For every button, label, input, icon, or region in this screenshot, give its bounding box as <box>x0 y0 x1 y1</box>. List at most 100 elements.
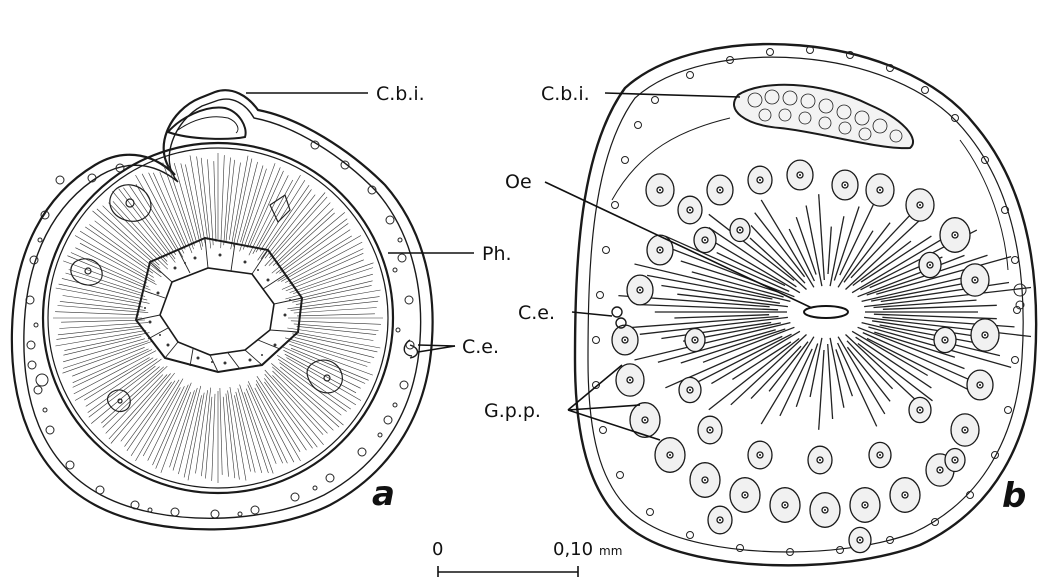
radial-fiber <box>56 288 141 304</box>
gland-cell-nucleolus <box>759 179 761 181</box>
radial-fiber <box>292 334 377 352</box>
radial-fiber <box>55 330 146 346</box>
radial-fiber <box>876 257 1011 295</box>
gland-cell-nucleolus <box>939 469 941 471</box>
radial-fiber <box>181 163 202 250</box>
radial-fiber <box>260 180 305 251</box>
gland-cell-nucleolus <box>954 234 956 236</box>
radial-fiber <box>289 249 363 284</box>
radial-fiber <box>618 317 778 329</box>
radial-fiber <box>75 248 147 283</box>
radial-fiber <box>220 388 222 475</box>
scale-bar-unit: mm <box>599 544 622 558</box>
radial-fiber <box>635 264 791 301</box>
radial-fiber <box>272 212 345 273</box>
radial-fiber <box>63 296 143 308</box>
radial-fiber <box>153 385 189 465</box>
gland-cell-nucleolus <box>919 409 921 411</box>
section-b-cbi-organ <box>734 85 913 148</box>
gland-cell-nucleolus <box>979 384 981 386</box>
gland-cell-nucleolus <box>984 334 986 336</box>
radial-fiber <box>184 395 202 477</box>
gland-cell-nucleolus <box>719 519 721 521</box>
radial-fiber <box>838 231 873 288</box>
radial-fiber <box>281 236 361 282</box>
gland-cell-nucleolus <box>819 459 821 461</box>
gland-cell-nucleolus <box>689 209 691 211</box>
radial-fiber <box>838 343 877 426</box>
radial-fiber <box>293 268 373 294</box>
gland-cell-nucleolus <box>904 494 906 496</box>
radial-fiber <box>819 194 825 280</box>
gland-cell-nucleolus <box>704 239 706 241</box>
radial-fiber <box>63 261 152 294</box>
radial-fiber <box>214 161 216 242</box>
radial-fiber <box>665 236 789 291</box>
label-oe: Oe <box>505 171 532 193</box>
radial-fiber <box>173 388 197 471</box>
label-cbi-a: C.b.i. <box>376 83 425 105</box>
section-a <box>12 90 433 529</box>
radial-fiber <box>237 162 258 244</box>
section-a-outer-wall <box>12 90 433 529</box>
radial-fiber <box>212 394 215 481</box>
radial-fiber <box>71 253 149 288</box>
radial-fiber <box>287 341 367 367</box>
radial-fiber <box>103 206 168 270</box>
radial-fiber <box>635 323 791 360</box>
radial-fiber <box>59 323 148 329</box>
label-cbi-b: C.b.i. <box>541 83 590 105</box>
label-ph: Ph. <box>482 243 512 265</box>
radial-fiber <box>796 217 816 274</box>
radial-fiber <box>208 159 214 245</box>
gland-cell-nucleolus <box>704 479 706 481</box>
gland-cell-nucleolus <box>709 429 711 431</box>
gland-cell-nucleolus <box>629 379 631 381</box>
gland-cell-nucleolus <box>929 264 931 266</box>
radial-fiber <box>221 155 225 248</box>
scale-bar-end: 0,10 <box>553 539 593 560</box>
radial-fiber <box>63 341 153 373</box>
radial-fiber <box>828 227 831 274</box>
radial-fiber <box>247 167 280 247</box>
radial-fiber <box>294 308 377 314</box>
radial-fiber <box>89 366 156 417</box>
radial-fiber <box>717 253 785 286</box>
gland-cell-nucleolus <box>644 419 646 421</box>
gland-cell-nucleolus <box>744 494 746 496</box>
radial-fiber <box>819 350 824 430</box>
radial-fiber <box>103 366 168 427</box>
radial-fiber <box>286 260 364 291</box>
radial-fiber <box>170 390 195 467</box>
radial-fiber <box>64 333 149 351</box>
radial-fiber <box>160 172 192 253</box>
scale-bar: 0 0,10 mm <box>432 539 622 577</box>
gland-cell-nucleolus <box>954 459 956 461</box>
radial-fiber <box>769 342 808 392</box>
leader-lines <box>246 93 812 440</box>
radial-fiber <box>297 326 377 334</box>
radial-fiber <box>248 381 287 463</box>
gland-cell-nucleolus <box>799 174 801 176</box>
label-ce-1: C.e. <box>518 302 555 324</box>
radial-fiber <box>55 312 139 315</box>
gland-cell-nucleolus <box>689 389 691 391</box>
gland-cell-nucleolus <box>639 289 641 291</box>
radial-fiber <box>109 375 167 440</box>
gland-cell-nucleolus <box>739 229 741 231</box>
radial-fiber <box>284 350 361 388</box>
gland-cell-nucleolus <box>864 504 866 506</box>
radial-fiber <box>291 321 381 325</box>
gland-cell-nucleolus <box>824 509 826 511</box>
radial-fiber <box>674 315 769 318</box>
scale-bar-start: 0 <box>432 539 443 560</box>
gland-cell-nucleolus <box>624 339 626 341</box>
radial-fiber <box>136 184 177 251</box>
label-ce-2: C.e. <box>462 336 499 358</box>
radial-fiber <box>830 338 844 408</box>
radial-fiber <box>828 344 833 419</box>
radial-fiber <box>69 270 143 294</box>
gland-cell-nucleolus <box>844 184 846 186</box>
radial-fiber <box>265 197 327 266</box>
